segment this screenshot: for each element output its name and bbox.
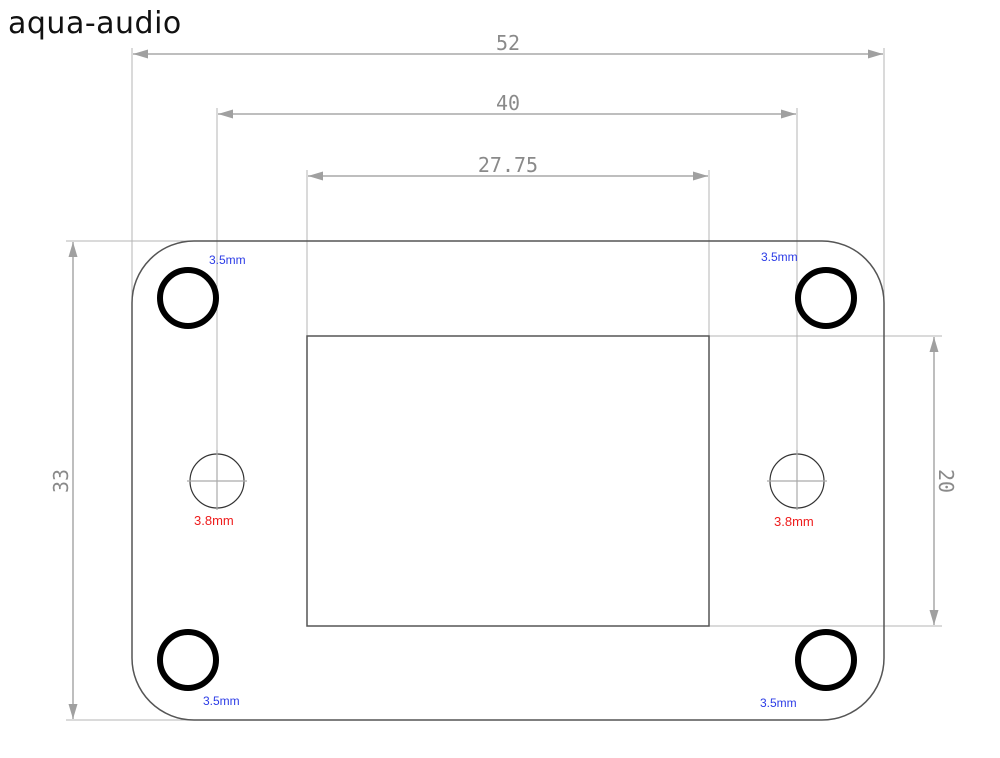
label-mid-left: 3.8mm — [194, 513, 234, 528]
mount-holes — [157, 267, 857, 691]
mount-hole-bottom-right — [795, 629, 857, 691]
label-top-left: 3.5mm — [209, 253, 246, 267]
label-bottom-right: 3.5mm — [760, 696, 797, 710]
plate-outline — [131, 240, 885, 721]
label-mid-right: 3.8mm — [774, 514, 814, 529]
dimension-lines — [68, 49, 939, 719]
mid-holes — [187, 450, 827, 510]
dim-overall-width: 52 — [496, 31, 520, 55]
mount-hole-bottom-left — [157, 629, 219, 691]
label-bottom-left: 3.5mm — [203, 694, 240, 708]
label-top-right: 3.5mm — [761, 250, 798, 264]
mount-hole-top-right — [795, 267, 857, 329]
dim-hole-spacing: 40 — [496, 91, 520, 115]
dim-window-width: 27.75 — [478, 153, 538, 177]
display-window — [306, 335, 710, 627]
drawing-title: aqua-audio — [8, 6, 182, 41]
dim-overall-height: 33 — [49, 469, 73, 493]
mount-hole-top-left — [157, 267, 219, 329]
dim-window-height: 20 — [934, 469, 958, 493]
extension-lines — [66, 48, 942, 721]
